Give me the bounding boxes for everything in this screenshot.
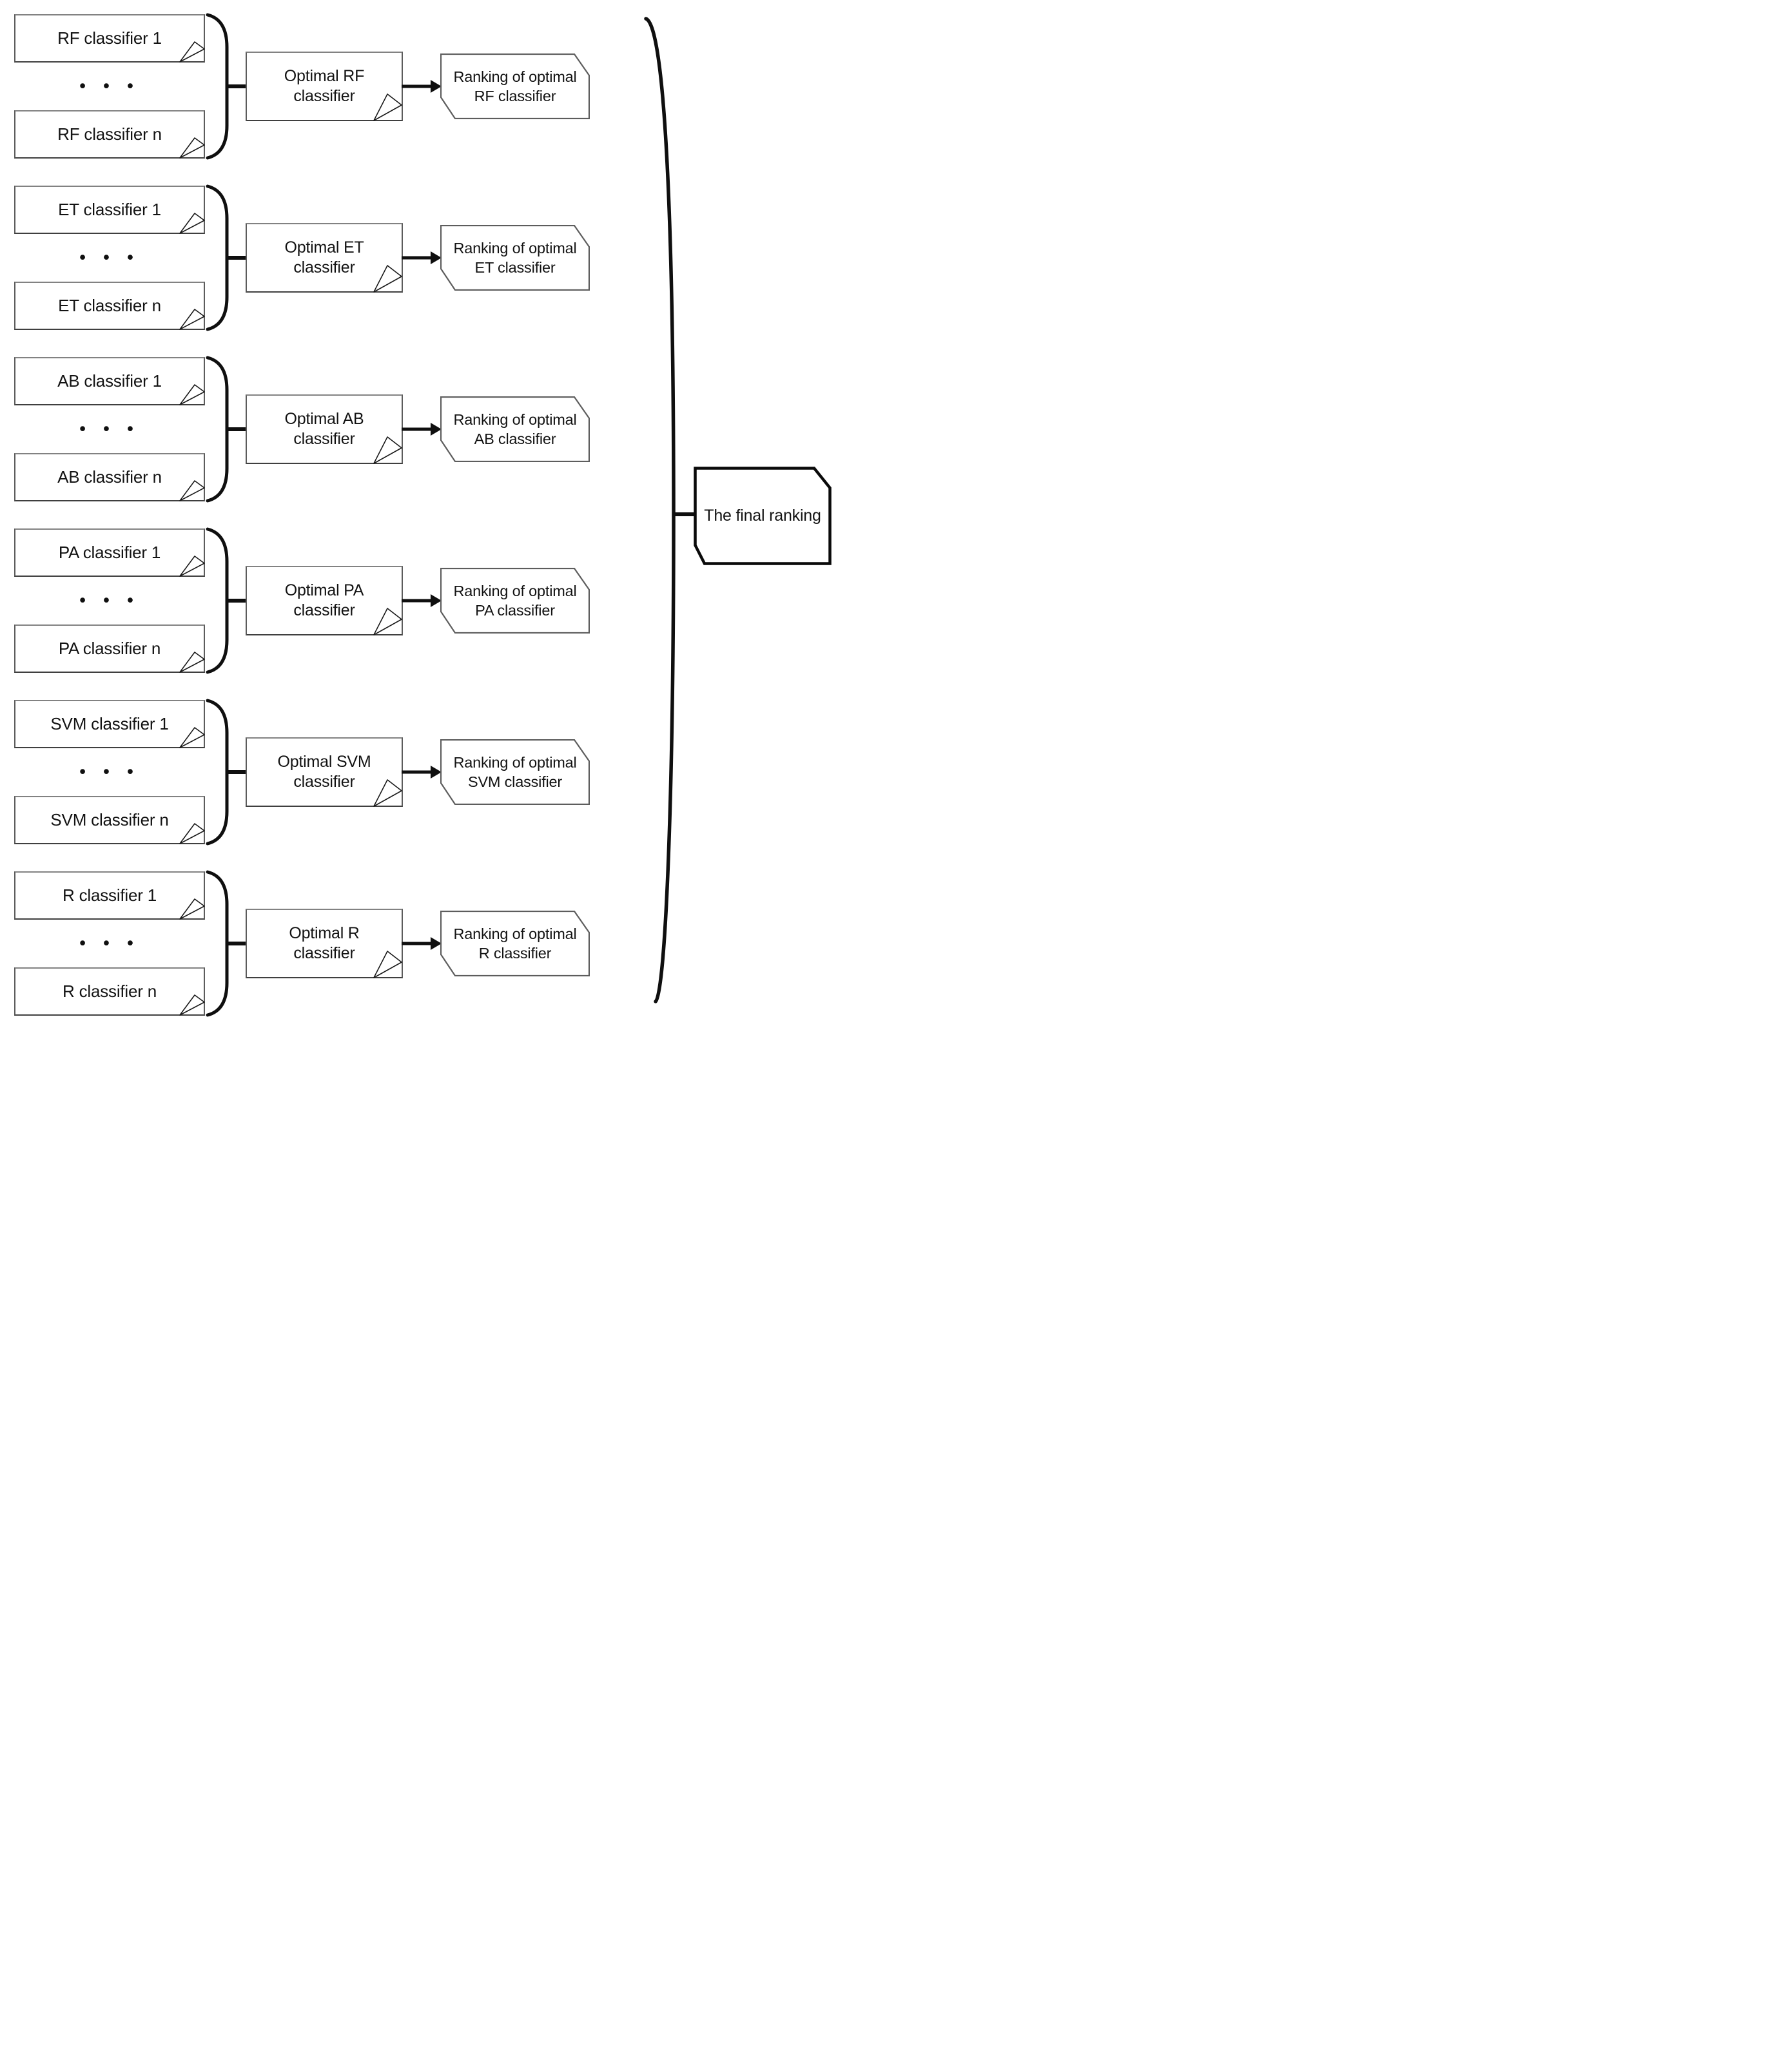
classifier-box-1: SVM classifier 1 (14, 700, 205, 748)
ranking-card-label: Ranking of optimal AB classifier (453, 411, 577, 447)
group-connector-line (226, 427, 247, 431)
optimal-classifier-box: Optimal ET classifier (246, 223, 403, 293)
folded-corner-icon (179, 727, 205, 748)
folded-corner-icon (179, 898, 205, 920)
folded-corner-icon (179, 384, 205, 405)
optimal-classifier-box: Optimal SVM classifier (246, 737, 403, 807)
folded-corner-icon (179, 41, 205, 63)
optimal-classifier-box: Optimal R classifier (246, 909, 403, 978)
ranking-card-label: Ranking of optimal ET classifier (453, 240, 577, 276)
final-ranking-card: The final ranking (694, 467, 832, 565)
ellipsis: • • • (79, 247, 140, 267)
optimal-classifier-box: Optimal PA classifier (246, 566, 403, 635)
cut-corner-card-shape (440, 225, 590, 291)
optimal-classifier-label: Optimal ET classifier (284, 238, 364, 276)
ranking-card-label: Ranking of optimal RF classifier (453, 68, 577, 104)
classifier-box-n-label: AB classifier n (57, 467, 162, 487)
folded-corner-icon (373, 951, 402, 978)
flow-arrow-icon (402, 80, 442, 93)
folded-corner-icon (179, 213, 205, 234)
cut-corner-card-shape (440, 911, 590, 976)
optimal-classifier-box: Optimal AB classifier (246, 394, 403, 464)
cut-corner-card-shape (440, 568, 590, 634)
group-connector-line (226, 256, 247, 260)
final-connector-line (673, 512, 695, 516)
classifier-box-n-label: SVM classifier n (50, 810, 169, 829)
optimal-classifier-label: Optimal SVM classifier (277, 753, 371, 791)
flow-arrow-icon (402, 766, 442, 779)
classifier-box-1-label: R classifier 1 (62, 886, 157, 905)
flow-arrow-icon (402, 937, 442, 950)
classifier-box-n: R classifier n (14, 967, 205, 1016)
folded-corner-icon (373, 779, 402, 807)
classifier-box-1: AB classifier 1 (14, 357, 205, 405)
ranking-card: Ranking of optimal PA classifier (440, 568, 590, 634)
folded-corner-icon (179, 137, 205, 159)
folded-corner-icon (373, 608, 402, 635)
classifier-box-1-label: AB classifier 1 (57, 371, 162, 391)
classifier-box-n-label: PA classifier n (58, 639, 161, 658)
cut-corner-card-shape (440, 396, 590, 462)
classifier-box-1-label: RF classifier 1 (57, 28, 162, 48)
ellipsis: • • • (79, 933, 140, 953)
classifier-box-1: ET classifier 1 (14, 186, 205, 234)
ranking-card-label: Ranking of optimal PA classifier (453, 583, 577, 619)
ellipsis: • • • (79, 76, 140, 95)
cut-corner-card-shape (440, 739, 590, 805)
optimal-classifier-label: Optimal RF classifier (284, 67, 365, 105)
classifier-box-n: SVM classifier n (14, 796, 205, 844)
ranking-card-label: Ranking of optimal SVM classifier (453, 754, 577, 790)
ellipsis: • • • (79, 762, 140, 781)
folded-corner-icon (179, 556, 205, 577)
folded-corner-icon (373, 93, 402, 121)
group-connector-line (226, 599, 247, 603)
group-connector-line (226, 942, 247, 945)
folded-corner-icon (179, 823, 205, 844)
classifier-box-1: PA classifier 1 (14, 528, 205, 577)
classifier-box-1: R classifier 1 (14, 871, 205, 920)
folded-corner-icon (373, 436, 402, 464)
ranking-card: Ranking of optimal AB classifier (440, 396, 590, 462)
classifier-box-1-label: PA classifier 1 (58, 543, 161, 562)
group-connector-line (226, 770, 247, 774)
folded-corner-icon (179, 652, 205, 673)
ranking-card: Ranking of optimal ET classifier (440, 225, 590, 291)
optimal-classifier-box: Optimal RF classifier (246, 52, 403, 121)
classifier-box-n: PA classifier n (14, 624, 205, 673)
folded-corner-icon (179, 309, 205, 330)
optimal-classifier-label: Optimal PA classifier (284, 581, 364, 619)
classifier-box-n: ET classifier n (14, 282, 205, 330)
classifier-box-n-label: ET classifier n (58, 296, 161, 315)
ranking-card: Ranking of optimal RF classifier (440, 53, 590, 119)
flow-arrow-icon (402, 594, 442, 607)
diagram-canvas: RF classifier 1 • • • RF classifier n Op… (0, 0, 896, 1026)
group-connector-line (226, 84, 247, 88)
ranking-card-label: Ranking of optimal R classifier (453, 925, 577, 962)
final-ranking-label: The final ranking (704, 507, 821, 525)
classifier-box-n: AB classifier n (14, 453, 205, 501)
flow-arrow-icon (402, 251, 442, 264)
classifier-box-n-label: RF classifier n (57, 124, 162, 144)
ranking-card: Ranking of optimal R classifier (440, 911, 590, 976)
ellipsis: • • • (79, 419, 140, 438)
classifier-box-1: RF classifier 1 (14, 14, 205, 63)
classifier-box-n-label: R classifier n (62, 982, 157, 1001)
optimal-classifier-label: Optimal AB classifier (284, 410, 364, 448)
cut-corner-card-shape (694, 467, 832, 565)
ellipsis: • • • (79, 590, 140, 610)
classifier-box-1-label: ET classifier 1 (58, 200, 161, 219)
flow-arrow-icon (402, 423, 442, 436)
folded-corner-icon (179, 994, 205, 1016)
optimal-classifier-label: Optimal R classifier (289, 924, 360, 962)
folded-corner-icon (179, 480, 205, 501)
folded-corner-icon (373, 265, 402, 293)
ranking-card: Ranking of optimal SVM classifier (440, 739, 590, 805)
classifier-box-n: RF classifier n (14, 110, 205, 159)
classifier-box-1-label: SVM classifier 1 (50, 714, 169, 733)
cut-corner-card-shape (440, 53, 590, 119)
merge-brace-icon (644, 17, 676, 1003)
